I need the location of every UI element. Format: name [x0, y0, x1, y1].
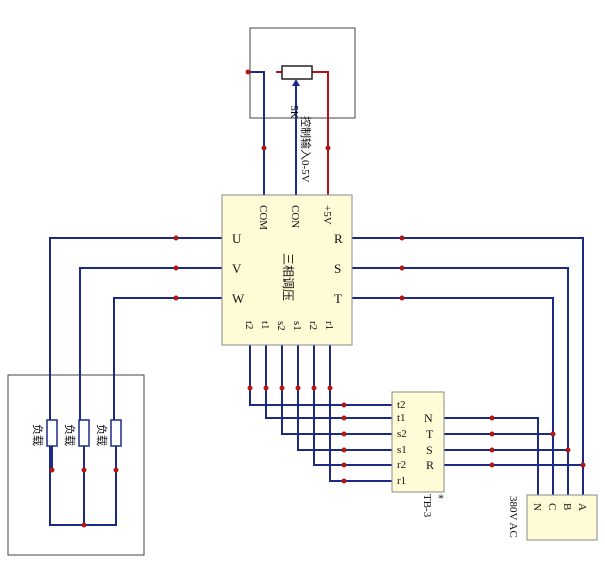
tb3-label-r1: r1	[397, 475, 406, 487]
terminal-r1: r1	[323, 321, 335, 330]
terminal-v: V	[232, 261, 242, 276]
terminal-r: R	[334, 231, 343, 246]
control-input-label: 控制输入0-5V	[299, 116, 313, 183]
load-label-3: 负载	[95, 424, 109, 446]
terminal-block-wires	[249, 345, 392, 482]
terminal-u: U	[232, 231, 242, 246]
terminal-s1: s1	[291, 321, 303, 331]
tb3-label-t2: t2	[397, 399, 406, 411]
tb3-label-r2: r2	[397, 459, 406, 471]
terminal-s: S	[334, 261, 341, 276]
load-resistor-1	[46, 419, 58, 447]
tb3-label-t1: t1	[397, 412, 406, 424]
load-resistor-3	[110, 419, 122, 447]
terminal-t1: t1	[259, 321, 271, 330]
control-wires	[248, 71, 329, 195]
loads: 负载 负载 负载	[31, 419, 122, 447]
supply-terminal-c: C	[546, 503, 558, 510]
tb3-label-s1: s1	[397, 444, 407, 456]
tb3-marker: *	[438, 491, 444, 505]
load-resistor-2	[78, 419, 90, 447]
supply-block: 380V AC N C B A	[507, 494, 598, 541]
supply-terminal-n: N	[531, 503, 543, 511]
terminal-t: T	[334, 291, 342, 306]
terminal-w: W	[232, 291, 245, 306]
tb3-name: TB-3	[421, 494, 433, 518]
supply-terminal-a: A	[576, 503, 588, 511]
controller-title: 三相调压	[281, 253, 295, 301]
controller-module: 三相调压 COM CON +5V U V W R S T t2 t1 s2 s1…	[221, 194, 353, 346]
tb3-to-supply-wires	[444, 417, 583, 500]
terminal-block-tb3: t2 t1 s2 s1 r2 r1 N T S R TB-3 *	[391, 391, 445, 518]
supply-terminal-b: B	[561, 503, 573, 510]
terminal-con: CON	[289, 205, 301, 228]
potentiometer: 5K	[281, 65, 313, 119]
tb3-label-s2: s2	[397, 428, 407, 440]
terminal-com: COM	[257, 205, 269, 230]
potentiometer-value-label: 5K	[288, 105, 300, 119]
supply-label: 380V AC	[507, 496, 519, 538]
terminal-t2: t2	[243, 321, 255, 330]
terminal-5v: +5V	[321, 205, 333, 225]
load-label-1: 负载	[31, 424, 45, 446]
load-enclosure	[7, 374, 145, 556]
junction-dots	[49, 69, 586, 528]
terminal-r2: r2	[307, 321, 319, 330]
tb3-label-r: R	[426, 458, 434, 472]
load-label-2: 负载	[63, 424, 77, 446]
tb3-label-n: N	[424, 411, 433, 425]
tb3-label-t: T	[426, 427, 434, 441]
tb3-label-s: S	[426, 443, 433, 457]
terminal-s2: s2	[275, 321, 287, 331]
supply-wires	[352, 237, 584, 500]
